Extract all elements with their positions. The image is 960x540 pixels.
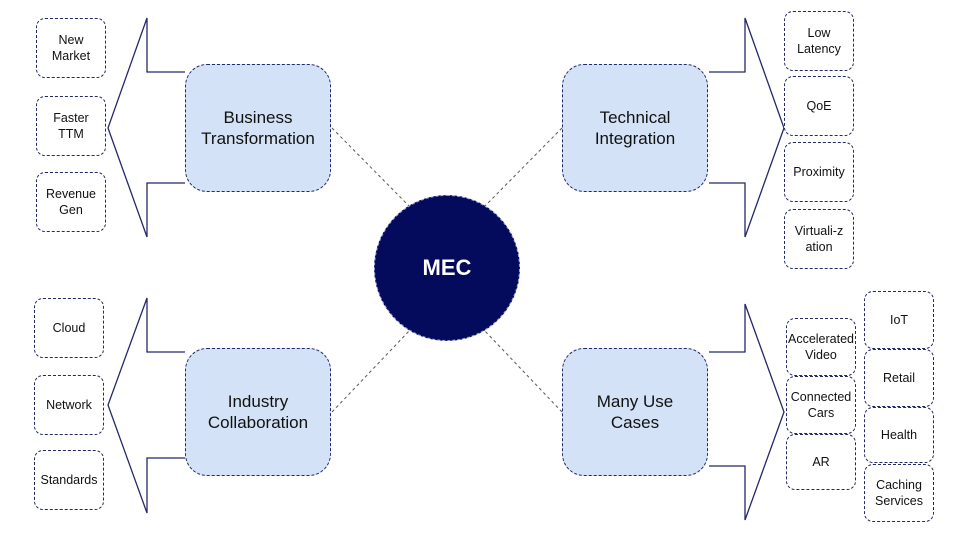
- leaf-label: Health: [880, 428, 918, 442]
- leaf-proximity: Proximity: [784, 142, 854, 202]
- business-transformation-label: Business Transformation: [201, 108, 315, 148]
- leaf-network: Network: [34, 375, 104, 435]
- callout-business: [107, 17, 185, 238]
- leaf-label: AR: [812, 455, 830, 469]
- leaf-label: Cloud: [52, 321, 86, 335]
- business-transformation-box: Business Transformation: [185, 64, 331, 192]
- leaf-caching-services: Caching Services: [864, 464, 934, 522]
- mec-hub-label: MEC: [422, 255, 472, 280]
- leaf-standards: Standards: [34, 450, 104, 510]
- leaf-connected-cars: Connected Cars: [786, 376, 856, 434]
- many-use-cases-box: Many Use Cases: [562, 348, 708, 476]
- leaf-label: Connected Cars: [790, 390, 852, 420]
- leaf-revenue-gen: Revenue Gen: [36, 172, 106, 232]
- callout-usecases: [709, 303, 785, 521]
- leaf-health: Health: [864, 407, 934, 463]
- callout-technical: [709, 17, 785, 238]
- leaf-cloud: Cloud: [34, 298, 104, 358]
- industry-collaboration-box: Industry Collaboration: [185, 348, 331, 476]
- leaf-ar: AR: [786, 434, 856, 490]
- leaf-label: IoT: [889, 313, 909, 327]
- connector-technical: [483, 127, 563, 208]
- mec-hub: MEC: [374, 195, 520, 341]
- leaf-faster-ttm: Faster TTM: [36, 96, 106, 156]
- leaf-qoe: QoE: [784, 76, 854, 136]
- callout-industry: [107, 297, 185, 514]
- leaf-label: Accelerated Video: [787, 332, 854, 362]
- connector-industry: [331, 329, 411, 413]
- leaf-new-market: New Market: [36, 18, 106, 78]
- leaf-label: Proximity: [793, 165, 845, 179]
- many-use-cases-label: Many Use Cases: [596, 392, 674, 432]
- leaf-label: Low Latency: [797, 26, 841, 56]
- leaf-label: Virtuali-z ation: [794, 224, 844, 254]
- technical-integration-label: Technical Integration: [594, 108, 676, 148]
- leaf-label: Network: [46, 398, 92, 412]
- leaf-label: Faster TTM: [53, 111, 89, 141]
- leaf-label: Retail: [883, 371, 915, 385]
- connector-business: [331, 127, 411, 208]
- leaf-label: Standards: [40, 473, 98, 487]
- leaf-retail: Retail: [864, 349, 934, 407]
- leaf-label: QoE: [806, 99, 832, 113]
- leaf-iot: IoT: [864, 291, 934, 349]
- leaf-accelerated-video: Accelerated Video: [786, 318, 856, 376]
- leaf-virtualization: Virtuali-z ation: [784, 209, 854, 269]
- leaf-label: Caching Services: [875, 478, 923, 508]
- industry-collaboration-label: Industry Collaboration: [207, 392, 309, 432]
- connector-usecases: [483, 329, 563, 413]
- technical-integration-box: Technical Integration: [562, 64, 708, 192]
- leaf-label: Revenue Gen: [45, 187, 97, 217]
- leaf-low-latency: Low Latency: [784, 11, 854, 71]
- leaf-label: New Market: [51, 33, 91, 63]
